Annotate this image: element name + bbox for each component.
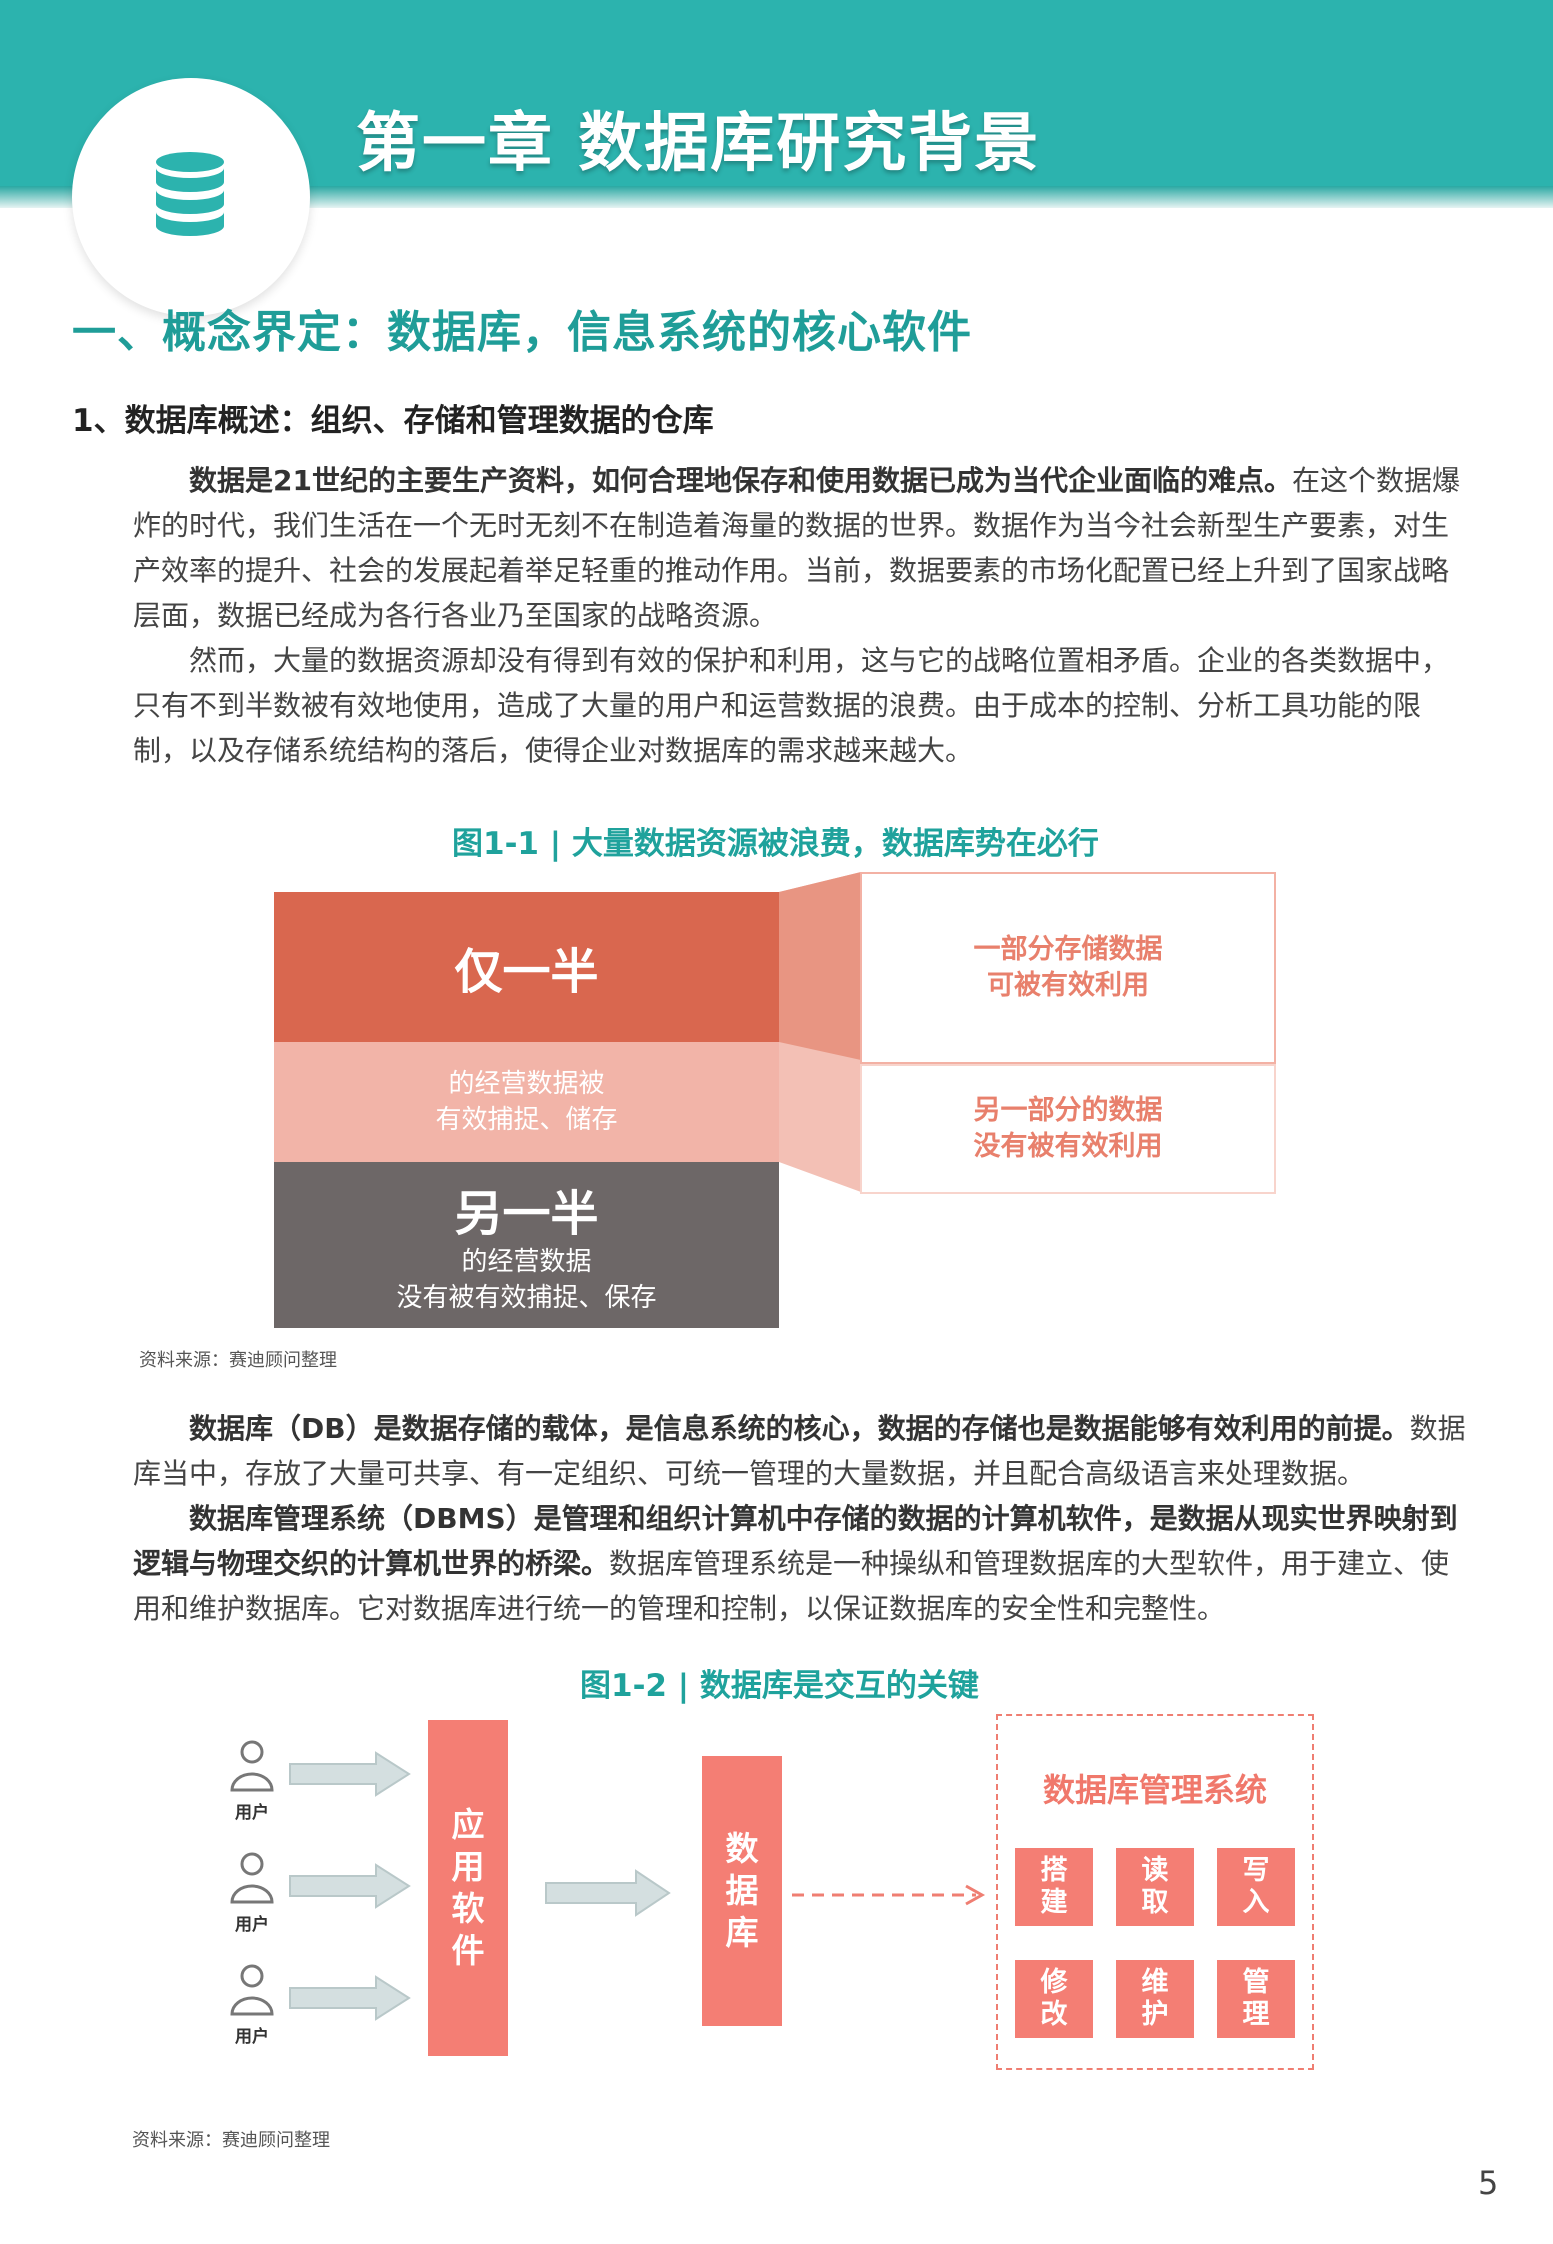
op-char: 读 [1141,1855,1169,1886]
chapter-title: 第一章 数据库研究背景 [356,107,1041,181]
unused-data-line1: 另一部分的数据 [973,1095,1163,1126]
db-char-1: 数 [725,1829,759,1868]
figure2-title: 图1-2 | 数据库是交互的关键 [580,1668,979,1704]
app-char-3: 软 [451,1889,485,1928]
figure1-source: 资料来源：赛迪顾问整理 [139,1350,337,1371]
database-box: 数 据 库 [702,1756,782,2026]
paragraph-2: 然而，大量的数据资源却没有得到有效的保护和利用，这与它的战略位置相矛盾。企业的各… [133,644,1450,767]
paragraph-4-text: 数据库管理系统是一种操纵和管理数据库的大型软件，用于建立、使用和维护数据库。它对… [133,1547,1450,1625]
op-char: 入 [1242,1887,1270,1918]
paragraph-3-bold: 数据库（DB）是数据存储的载体，是信息系统的核心，数据的存储也是数据能够有效利用… [189,1412,1410,1445]
paragraph-3: 数据库（DB）是数据存储的载体，是信息系统的核心，数据的存储也是数据能够有效利用… [133,1406,1473,1496]
captured-desc-line1: 的经营数据被 [448,1069,605,1099]
user-2: 用户 [222,1852,282,1935]
dbms-frame [996,1714,1314,2070]
op-char: 搭 [1040,1855,1068,1886]
op-modify: 修 改 [1015,1960,1093,2038]
half-captured-block: 仅一半 [274,892,779,1042]
half-uncaptured-label: 另一半 [454,1186,599,1242]
paragraph-1-bold: 数据是21世纪的主要生产资料，如何合理地保存和使用数据已成为当代企业面临的难点。 [189,464,1292,497]
arrow-right-icon [289,1975,411,2021]
header-shadow [0,186,1553,208]
app-char-4: 件 [451,1931,485,1970]
usable-data-box: 一部分存储数据 可被有效利用 [860,872,1276,1064]
user-icon [230,1852,274,1904]
captured-desc-line2: 有效捕捉、储存 [435,1105,618,1135]
op-build: 搭 建 [1015,1848,1093,1926]
paragraph-3-text: 数据库当中，存放了大量可共享、有一定组织、可统一管理的大量数据，并且配合高级语言… [133,1412,1466,1490]
database-icon [156,152,224,236]
user-label: 用户 [235,1915,269,1935]
arrow-right-icon [289,1751,411,1797]
usable-data-line2: 可被有效利用 [987,970,1149,1001]
application-software-box: 应 用 软 件 [428,1720,508,2056]
op-char: 理 [1242,1999,1270,2030]
arrow-right-icon [289,1863,411,1909]
section-title: 一、概念界定：数据库，信息系统的核心软件 [72,307,972,358]
usable-data-line1: 一部分存储数据 [973,934,1163,965]
figure2-source: 资料来源：赛迪顾问整理 [132,2130,330,2151]
op-maintain: 维 护 [1116,1960,1194,2038]
paragraph-1: 数据是21世纪的主要生产资料，如何合理地保存和使用数据已成为当代企业面临的难点。… [133,458,1473,638]
figure1-title: 图1-1 | 大量数据资源被浪费，数据库势在必行 [452,826,1099,862]
op-char: 管 [1242,1967,1270,1998]
app-char-2: 用 [451,1847,485,1886]
user-label: 用户 [235,2027,269,2047]
paragraph-1-text: 在这个数据爆炸的时代，我们生活在一个无时无刻不在制造着海量的数据的世界。数据作为… [133,464,1460,632]
user-1: 用户 [222,1740,282,1823]
page-number: 5 [1478,2164,1499,2202]
half-captured-label: 仅一半 [454,944,599,1000]
user-icon [230,1964,274,2016]
op-char: 修 [1040,1967,1068,1998]
app-char-1: 应 [451,1805,485,1844]
subsection-title: 1、数据库概述：组织、存储和管理数据的仓库 [72,403,714,439]
op-char: 建 [1040,1887,1068,1918]
half-uncaptured-block: 另一半 的经营数据 没有被有效捕捉、保存 [274,1162,779,1328]
db-char-2: 据 [725,1871,759,1910]
paragraph-4: 数据库管理系统（DBMS）是管理和组织计算机中存储的数据的计算机软件，是数据从现… [133,1496,1473,1631]
dbms-title: 数据库管理系统 [1042,1771,1267,1809]
db-char-3: 库 [725,1913,759,1952]
paragraph-4-bold: 数据库管理系统（DBMS）是管理和组织计算机中存储的数据的计算机软件，是数据从现… [133,1502,1458,1580]
unused-data-box: 另一部分的数据 没有被有效利用 [860,1064,1276,1194]
dashed-arrow-icon [792,1884,986,1906]
uncaptured-desc-line2: 没有被有效捕捉、保存 [396,1283,657,1313]
op-read: 读 取 [1116,1848,1194,1926]
captured-description-block: 的经营数据被 有效捕捉、储存 [274,1042,779,1162]
op-char: 取 [1141,1887,1169,1918]
op-char: 写 [1242,1855,1270,1886]
user-icon [230,1740,274,1792]
user-3: 用户 [222,1964,282,2047]
arrow-right-icon [545,1869,671,1917]
op-write: 写 入 [1217,1848,1295,1926]
chapter-icon-badge [72,78,310,316]
figure1-connector-wedge [779,872,861,1192]
op-char: 护 [1141,1999,1169,2030]
unused-data-line2: 没有被有效利用 [973,1131,1163,1162]
op-char: 维 [1141,1967,1169,1998]
op-manage: 管 理 [1217,1960,1295,2038]
user-label: 用户 [235,1803,269,1823]
uncaptured-desc-line1: 的经营数据 [461,1247,592,1277]
op-char: 改 [1040,1999,1068,2030]
